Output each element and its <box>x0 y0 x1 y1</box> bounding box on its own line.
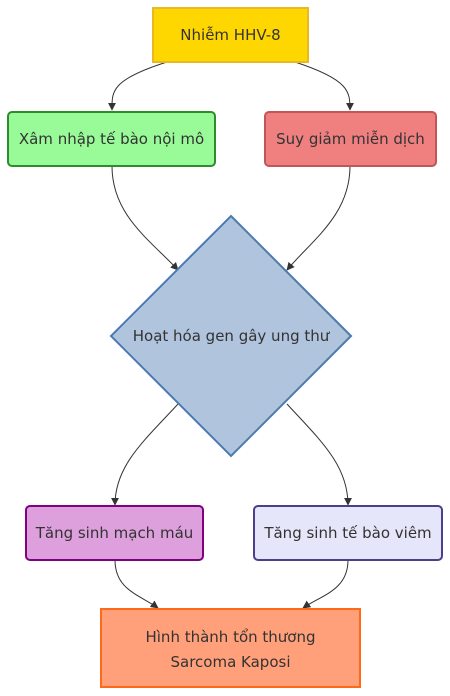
edge-hhv8-to-endothelial <box>107 61 168 111</box>
node-oncogene-label: Hoạt hóa gen gây ung thư <box>133 327 331 345</box>
edge-inflammatory-to-kaposi <box>302 559 349 609</box>
node-angiogenesis: Tăng sinh mạch máu <box>25 505 204 561</box>
node-endothelial-box <box>7 111 216 167</box>
node-endothelial-label: Xâm nhập tế bào nội mô <box>19 130 204 148</box>
node-immune-label: Suy giảm miễn dịch <box>276 130 425 148</box>
edge-angiogenesis-to-kaposi <box>114 559 159 609</box>
node-inflammatory-label: Tăng sinh tế bào viêm <box>263 524 431 542</box>
node-kaposi-box <box>100 608 361 688</box>
node-angiogenesis-box <box>25 505 204 561</box>
node-hhv8-box <box>152 7 309 63</box>
node-hhv8: Nhiễm HHV-8 <box>152 7 309 63</box>
node-immune-box <box>264 111 437 167</box>
node-inflammatory-box <box>253 505 443 561</box>
edge-oncogene-to-inflammatory <box>286 403 352 506</box>
node-kaposi-label-line1: Hình thành tổn thương <box>145 628 315 646</box>
node-kaposi: Hình thành tổn thương Sarcoma Kaposi <box>100 608 361 688</box>
node-kaposi-label-line2: Sarcoma Kaposi <box>171 653 291 671</box>
edge-immune-to-oncogene <box>286 165 351 271</box>
node-angiogenesis-label: Tăng sinh mạch máu <box>35 524 194 542</box>
node-oncogene-diamond <box>109 214 353 458</box>
edge-endothelial-to-oncogene <box>111 165 179 271</box>
node-oncogene: Hoạt hóa gen gây ung thư <box>109 214 353 458</box>
edge-oncogene-to-angiogenesis <box>111 403 179 506</box>
node-inflammatory: Tăng sinh tế bào viêm <box>253 505 443 561</box>
node-endothelial: Xâm nhập tế bào nội mô <box>7 111 216 167</box>
edge-hhv8-to-immune <box>294 61 354 111</box>
node-hhv8-label: Nhiễm HHV-8 <box>180 26 280 44</box>
node-immune: Suy giảm miễn dịch <box>264 111 437 167</box>
